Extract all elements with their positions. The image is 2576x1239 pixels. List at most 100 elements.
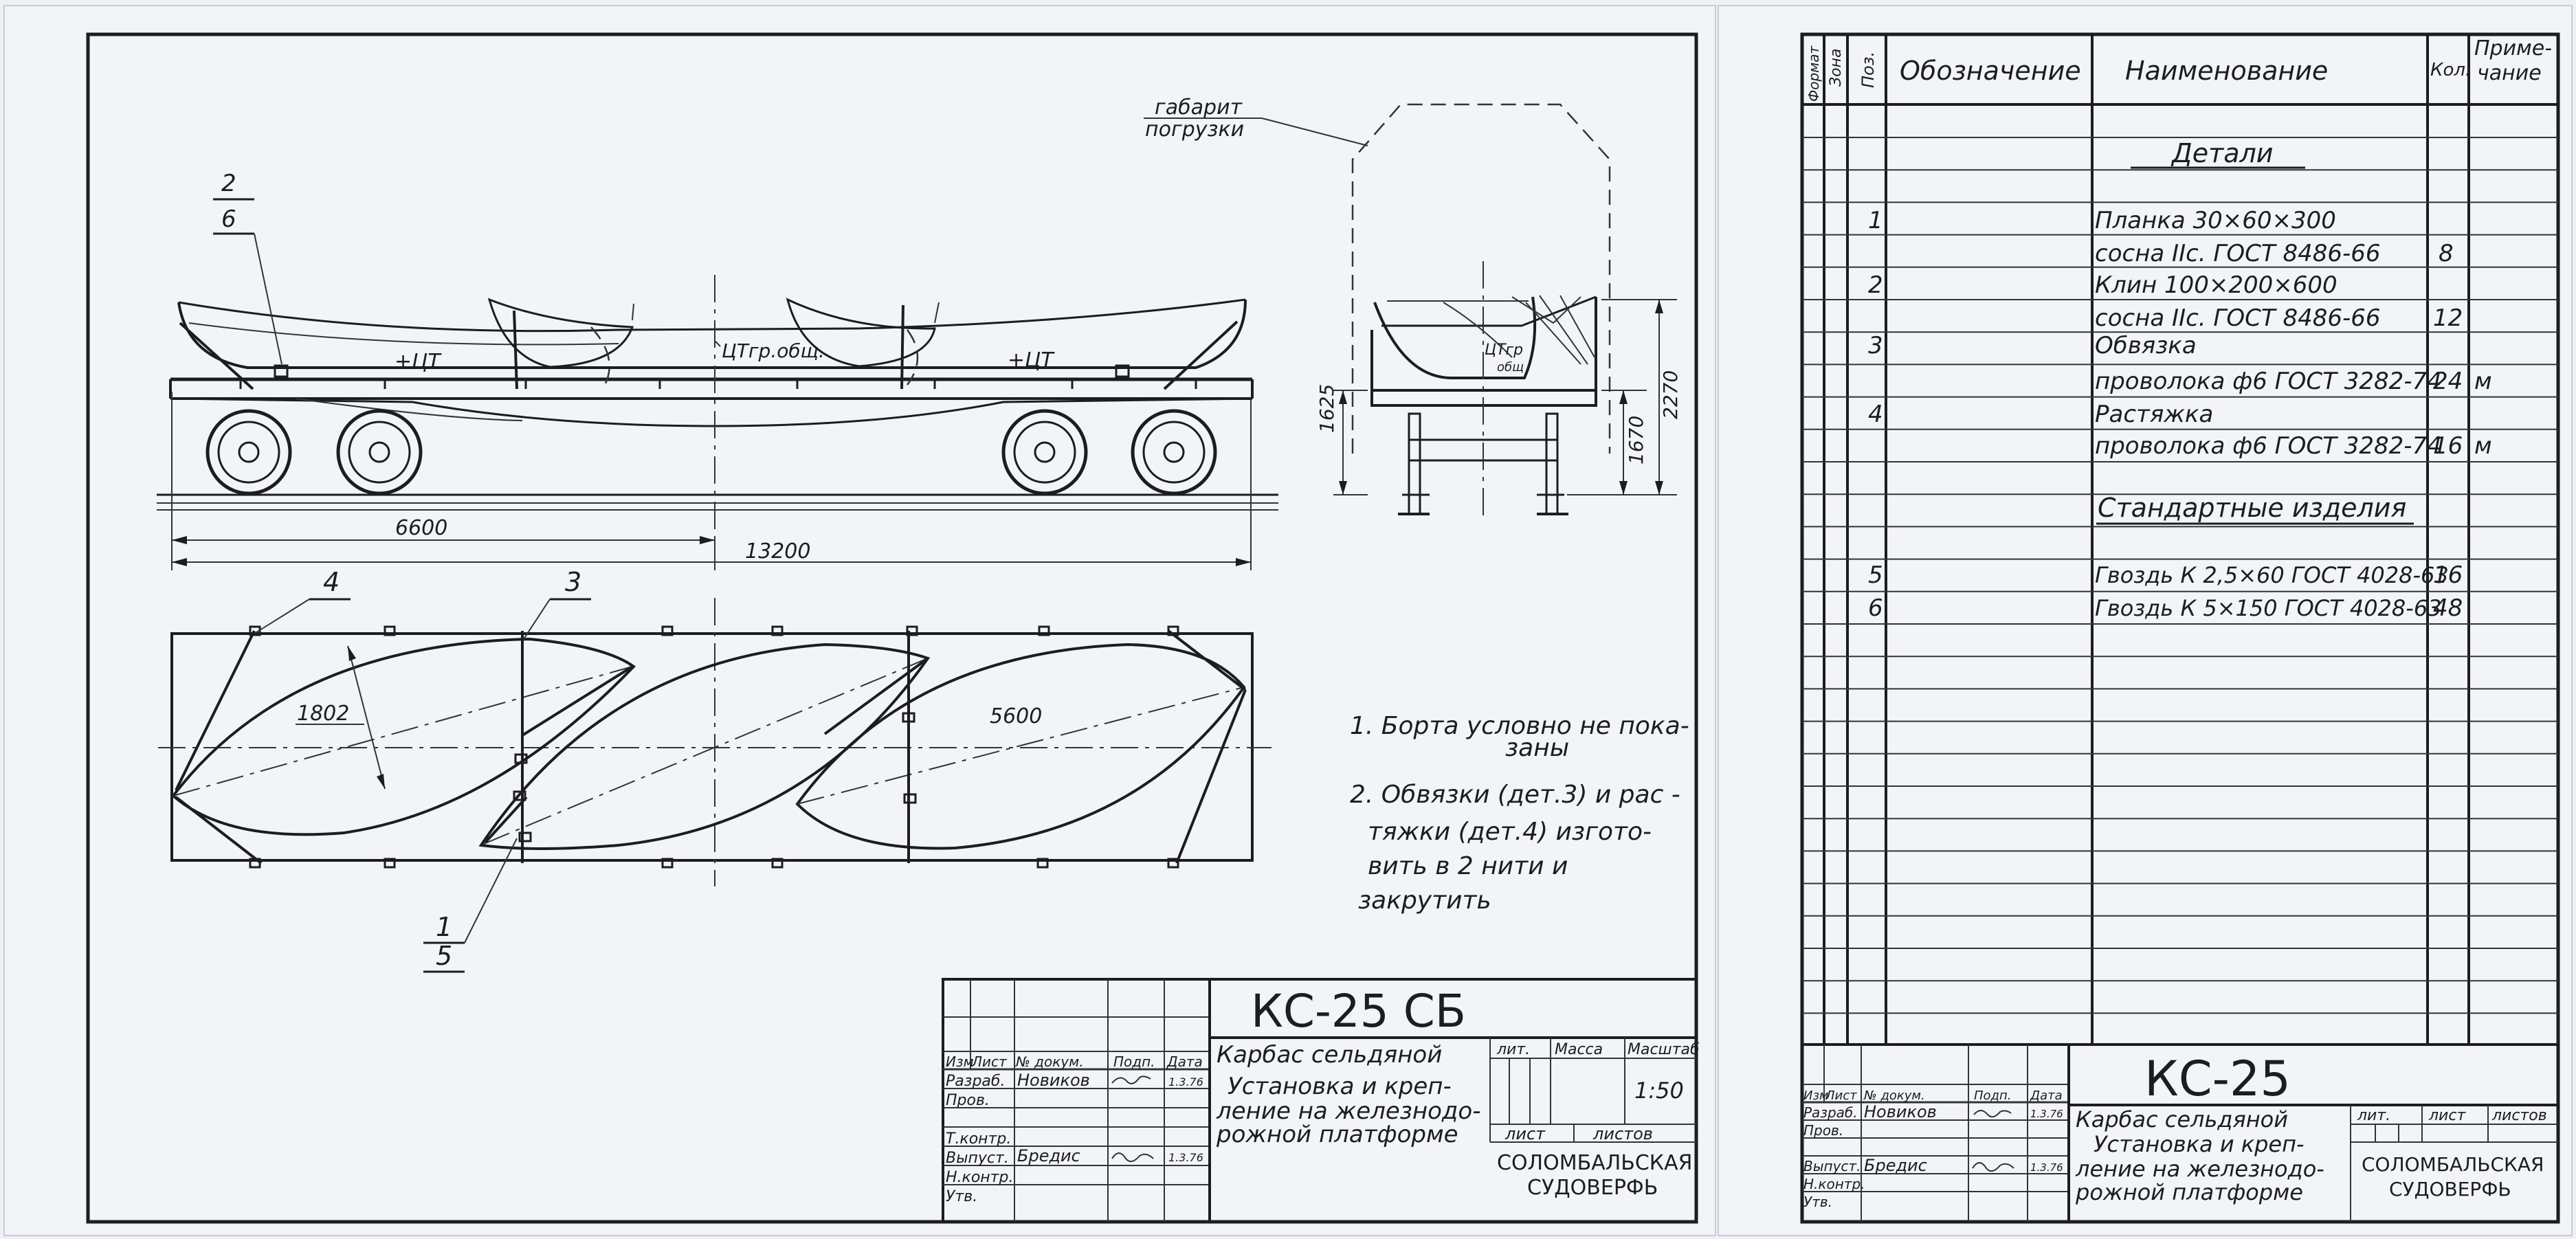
left-h-docnum: № докум.: [1015, 1053, 1084, 1070]
drawing-notes: 1. Борта условно не пока- заны 2. Обвязк…: [1350, 712, 1689, 915]
spec-h-poz: Поз.: [1858, 52, 1878, 88]
right-date-1: 1.3.76: [2030, 1108, 2063, 1120]
note-2-line-1: 2. Обвязки (дет.3) и рас -: [1350, 781, 1680, 809]
dim-13200: 13200: [745, 539, 810, 563]
note-2-line-2: тяжки (дет.4) изгото-: [1368, 818, 1652, 846]
spec-row-2-name: сосна IIс. ГОСТ 8486-66: [2095, 240, 2381, 267]
left-scale-value: 1:50: [1634, 1078, 1684, 1104]
spec-row-1-poz: 1: [1868, 207, 1883, 234]
cg-side-label-2: общ: [1497, 360, 1524, 375]
right-name-line-3: ление на железнодо-: [2075, 1156, 2324, 1182]
right-listov-label: листов: [2491, 1107, 2547, 1124]
spec-row-5-poz: 3: [1868, 332, 1883, 359]
spec-row-10-kol: 48: [2433, 594, 2463, 622]
spec-row-10-name: Гвоздь К 5×150 ГОСТ 4028-63: [2095, 595, 2442, 621]
plan-callouts: 4 3 1 5: [254, 567, 591, 973]
side-view-dimensions: 6600 13200: [171, 392, 1252, 570]
callout-4: 4: [323, 567, 340, 597]
left-date-2: 1.3.76: [1168, 1151, 1203, 1164]
right-org-line-1: СОЛОМБАЛЬСКАЯ: [2362, 1153, 2544, 1176]
right-r-nkontr: Н.контр.: [1803, 1176, 1865, 1192]
spec-h-zona: Зона: [1828, 49, 1845, 87]
left-masshtab-label: Масштаб: [1628, 1041, 1700, 1058]
spec-h-prim-1: Приме-: [2474, 36, 2552, 60]
spec-row-3-name: Клин 100×200×600: [2095, 271, 2338, 299]
left-name-line-4: рожной платформе: [1216, 1121, 1458, 1148]
spec-row-6-kol: 24: [2433, 368, 2463, 395]
right-h-list: Лист: [1825, 1089, 1857, 1103]
left-list-label: лист: [1504, 1124, 1546, 1143]
right-name-bredis: Бредис: [1864, 1156, 1927, 1175]
note-1-line-2: заны: [1505, 734, 1569, 762]
cg-side-label: ЦТгр: [1485, 342, 1523, 359]
right-list-label: лист: [2428, 1107, 2466, 1124]
end-view: габарит погрузки ЦТгр общ 1625: [1144, 96, 1682, 522]
left-name-line-2: Установка и креп-: [1228, 1073, 1452, 1100]
spec-table: Формат Зона Поз. Обозначение Наименовани…: [1802, 34, 2558, 1045]
spec-row-9-kol: 16: [2433, 561, 2463, 589]
left-listov-label: листов: [1592, 1124, 1653, 1143]
plan-view: 1802 5600: [158, 598, 1272, 886]
callout-3: 3: [565, 567, 581, 597]
gabarit-label-2: погрузки: [1145, 118, 1244, 142]
right-title-block: КС-25 Карбас сельдяной Установка и креп-…: [1802, 1043, 2558, 1222]
left-r-utv: Утв.: [946, 1188, 977, 1205]
spec-row-5-name: Обвязка: [2095, 332, 2197, 359]
left-lit-label: лит.: [1496, 1041, 1530, 1058]
right-lit-label: лит.: [2357, 1107, 2390, 1124]
spec-row-8-kol: 16: [2433, 432, 2463, 460]
cg-total-label: ЦТгр.общ.: [722, 339, 825, 362]
spec-row-8-name: проволока ф6 ГОСТ 3282-74: [2095, 432, 2442, 460]
cg-right-label: +ЦТ: [1008, 348, 1055, 372]
left-r-tkontr: Т.контр.: [946, 1130, 1011, 1148]
spec-h-oboznachenie: Обозначение: [1900, 56, 2081, 86]
spec-section-details: Детали: [2170, 138, 2273, 168]
spec-row-7-name: Растяжка: [2095, 401, 2213, 428]
note-2-line-4: закрутить: [1358, 886, 1491, 915]
spec-row-8-prim: м: [2474, 432, 2492, 460]
right-signature-2: [1972, 1162, 2014, 1172]
left-r-prov: Пров.: [946, 1092, 990, 1109]
left-signature-1: [1111, 1075, 1151, 1084]
callout-2-6: 2 6: [213, 170, 282, 365]
spec-h-format: Формат: [1806, 45, 1822, 102]
left-r-vypust: Выпуст.: [946, 1150, 1009, 1167]
dim-1670: 1670: [1625, 416, 1647, 465]
wheel-set: [206, 409, 1217, 495]
callout-6: 6: [221, 205, 236, 233]
right-r-prov: Пров.: [1803, 1122, 1843, 1139]
spec-sheet-frame: [1800, 32, 2560, 1224]
left-name-novikov: Новиков: [1017, 1071, 1090, 1090]
right-r-razrab: Разраб.: [1803, 1104, 1858, 1121]
spec-row-1-name: Планка 30×60×300: [2095, 207, 2336, 234]
left-signature-2: [1111, 1152, 1154, 1163]
left-h-data: Дата: [1166, 1053, 1203, 1070]
note-2-line-3: вить в 2 нити и: [1368, 852, 1568, 880]
left-date-1: 1.3.76: [1168, 1075, 1203, 1089]
spec-row-2-kol: 8: [2439, 240, 2454, 267]
callout-5: 5: [436, 941, 452, 971]
spec-section-standard: Стандартные изделия: [2098, 493, 2406, 523]
right-name-line-1: Карбас сельдяной: [2076, 1106, 2288, 1132]
right-name-line-2: Установка и креп-: [2094, 1131, 2305, 1157]
left-name-line-3: ление на железнодо-: [1216, 1097, 1480, 1125]
left-org-line-2: СУДОВЕРФЬ: [1527, 1176, 1658, 1200]
spec-row-4-name: сосна IIс. ГОСТ 8486-66: [2095, 304, 2381, 332]
cg-left-label: +ЦТ: [395, 350, 442, 374]
spec-row-3-poz: 2: [1868, 271, 1883, 299]
left-name-bredis: Бредис: [1017, 1146, 1080, 1165]
left-r-nkontr: Н.контр.: [946, 1169, 1013, 1186]
spec-h-prim-2: чание: [2477, 61, 2542, 85]
callout-2: 2: [221, 170, 236, 197]
spec-row-9-poz: 5: [1868, 561, 1883, 589]
note-1-line-1: 1. Борта условно не пока-: [1350, 712, 1689, 740]
left-h-list: Лист: [971, 1053, 1008, 1070]
right-r-vypust: Выпуст.: [1803, 1158, 1861, 1174]
spec-h-kol: Кол.: [2430, 60, 2471, 80]
left-h-izm: Изм: [946, 1053, 974, 1070]
left-h-podp: Подп.: [1113, 1053, 1155, 1070]
dim-1625: 1625: [1315, 384, 1338, 433]
callout-1: 1: [436, 912, 452, 942]
left-r-razrab: Разраб.: [946, 1073, 1005, 1090]
